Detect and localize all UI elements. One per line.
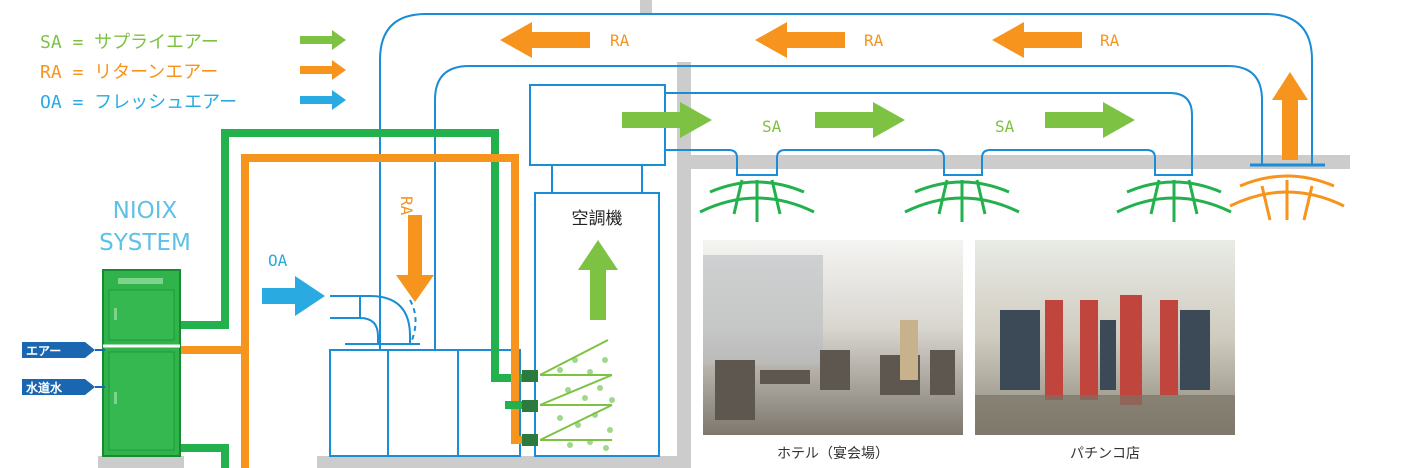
oa-label: OA — [268, 251, 288, 270]
air-input-label: エアー — [26, 344, 61, 358]
ra-label-vertical: RA — [397, 196, 416, 216]
pachinko-photo — [975, 240, 1235, 435]
nioix-cabinet — [102, 269, 181, 457]
piping — [180, 129, 528, 468]
pachinko-caption: パチンコ店 — [1070, 446, 1140, 462]
sa-label: SA — [762, 117, 782, 136]
brand-line1: NIOIX — [113, 198, 178, 224]
diffuser — [904, 179, 1020, 222]
sa-arrow-icon — [622, 102, 712, 138]
ra-labels: RA RA RA RA — [397, 31, 1120, 216]
sa-label: SA — [995, 117, 1015, 136]
legend-sa-label: SA = サプライエアー — [40, 32, 219, 53]
brand-line2: SYSTEM — [99, 230, 191, 256]
sa-up-arrow-icon — [578, 240, 618, 320]
ra-label: RA — [864, 31, 884, 50]
ra-arrow-icon — [992, 22, 1082, 58]
hotel-photo — [703, 240, 963, 435]
legend-sa-arrow-icon — [300, 30, 346, 50]
ra-arrow-icon — [755, 22, 845, 58]
diffuser — [699, 179, 815, 222]
air-handler-label: 空調機 — [572, 209, 623, 229]
oa-arrow-icon — [262, 276, 325, 316]
sa-arrow-icon — [1045, 102, 1135, 138]
legend-ra-arrow-icon — [300, 60, 346, 80]
return-diffuser — [1229, 174, 1345, 221]
ra-up-arrow-icon — [1272, 72, 1308, 160]
building-structure — [98, 0, 1350, 468]
return-air-duct — [379, 13, 1325, 350]
legend-oa-label: OA = フレッシュエアー — [40, 92, 237, 113]
spray-arrows — [539, 339, 613, 441]
supply-diffusers — [699, 179, 1232, 222]
air-input-tag: エアー — [22, 342, 105, 358]
sa-labels: SA SA — [762, 117, 1015, 136]
diffuser — [1116, 179, 1232, 222]
air-handler-unit — [534, 164, 660, 457]
legend: SA = サプライエアー RA = リターンエアー OA = フレッシュエアー — [40, 30, 346, 113]
legend-ra-label: RA = リターンエアー — [40, 62, 218, 83]
ra-arrow-icon — [500, 22, 590, 58]
hotel-caption: ホテル（宴会場） — [777, 445, 889, 462]
sa-flow-arrows — [578, 102, 1135, 320]
water-input-tag: 水道水 — [22, 379, 105, 395]
nioix-chamber — [329, 295, 521, 457]
ra-label: RA — [610, 31, 630, 50]
ra-down-arrow-icon — [396, 215, 434, 302]
sa-arrow-icon — [815, 102, 905, 138]
legend-oa-arrow-icon — [300, 90, 346, 110]
water-input-label: 水道水 — [26, 380, 63, 395]
ra-label: RA — [1100, 31, 1120, 50]
ra-flow-arrows — [396, 22, 1308, 302]
nozzles — [522, 370, 538, 446]
